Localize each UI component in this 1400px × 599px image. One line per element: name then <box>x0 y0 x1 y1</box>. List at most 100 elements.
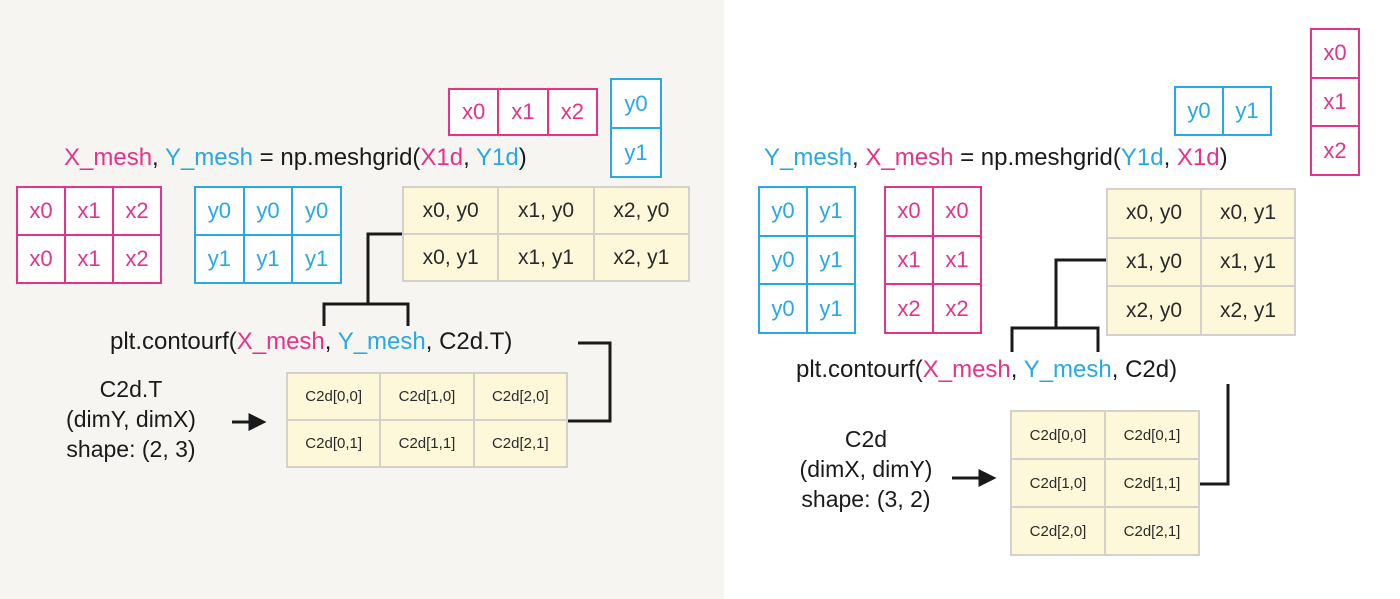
right-contour-s1: , <box>1010 356 1024 383</box>
right-contour-post: , C2d) <box>1111 356 1178 383</box>
right-pairs-grid-cell: x1, y0 <box>1107 237 1201 287</box>
right-c2d-dims: (dimX, dimY) <box>799 456 933 482</box>
left-contour-post: , C2d.T) <box>425 328 513 355</box>
left-code-arg2: Y1d <box>476 144 519 171</box>
right-y-mesh-grid-cell: y1 <box>807 235 855 285</box>
left-contour-a2: Y_mesh <box>337 328 426 355</box>
left-code-out2: Y_mesh <box>164 144 253 171</box>
left-y1d-vector-cell: y0 <box>611 79 661 128</box>
left-x-mesh-grid-cell: x2 <box>113 187 161 235</box>
right-x1d-vector-cell: x2 <box>1311 126 1359 175</box>
right-c2d-grid: C2d[0,0]C2d[0,1]C2d[1,0]C2d[1,1]C2d[2,0]… <box>1010 410 1200 556</box>
left-pairs-grid-cell: x0, y0 <box>403 187 499 234</box>
left-y-mesh-grid-cell: y1 <box>292 235 341 283</box>
left-c2d-name: C2d.T <box>99 376 163 402</box>
left-c2d-label: C2d.T (dimY, dimX) shape: (2, 3) <box>36 374 226 464</box>
right-x-mesh-grid-cell: x0 <box>885 187 933 236</box>
right-meshgrid-code: Y_mesh, X_mesh = np.meshgrid(Y1d, X1d) <box>764 144 1228 172</box>
left-x1d-vector-cell: x2 <box>547 89 597 135</box>
right-c2d-grid-cell: C2d[1,1] <box>1105 459 1199 507</box>
right-x-mesh-grid-cell: x1 <box>885 235 933 285</box>
right-c2d-name: C2d <box>844 426 888 452</box>
left-pairs-grid-cell: x2, y0 <box>593 187 689 234</box>
left-c2d-grid-cell: C2d[1,0] <box>380 373 474 420</box>
left-pairs-grid-cell: x0, y1 <box>403 234 499 281</box>
right-y-mesh-grid-cell: y0 <box>759 235 807 285</box>
left-c2d-grid-cell: C2d[0,1] <box>287 420 381 467</box>
left-contour-pre: plt.contourf( <box>110 328 237 355</box>
left-contourf-code: plt.contourf(X_mesh, Y_mesh, C2d.T) <box>110 328 512 356</box>
left-pairs-grid-cell: x1, y1 <box>498 234 594 281</box>
right-pairs-grid-cell: x0, y1 <box>1201 189 1295 238</box>
right-y1d-vector-cell: y1 <box>1223 87 1271 135</box>
right-code-out1: Y_mesh <box>764 144 853 171</box>
left-code-out1: X_mesh <box>64 144 153 171</box>
left-contour-a1: X_mesh <box>236 328 325 355</box>
left-y-mesh-grid-cell: y1 <box>243 235 293 283</box>
left-c2d-shape: shape: (2, 3) <box>66 436 196 462</box>
right-x-mesh-grid-cell: x2 <box>933 284 981 333</box>
right-code-out2: X_mesh <box>865 144 954 171</box>
left-c2d-grid: C2d[0,0]C2d[1,0]C2d[2,0] C2d[0,1]C2d[1,1]… <box>286 372 568 468</box>
left-x1d-vector-cell: x0 <box>449 89 499 135</box>
left-contour-s1: , <box>324 328 338 355</box>
left-x-mesh-grid-cell: x1 <box>65 235 113 283</box>
left-x-mesh-grid-cell: x0 <box>17 235 65 283</box>
right-y1d-vector-cell: y0 <box>1175 87 1223 135</box>
right-x1d-vector-cell: x0 <box>1311 29 1359 78</box>
right-contour-pre: plt.contourf( <box>796 356 923 383</box>
right-y-mesh-grid-cell: y1 <box>807 284 855 333</box>
left-y1d-vector-cell: y1 <box>611 128 661 177</box>
right-c2d-grid-cell: C2d[1,0] <box>1011 459 1105 507</box>
left-x-mesh-grid-cell: x0 <box>17 187 65 235</box>
left-c2d-grid-cell: C2d[2,0] <box>473 373 567 420</box>
right-y-mesh-grid-cell: y0 <box>759 284 807 333</box>
right-y-mesh-grid-cell: y0 <box>759 187 807 236</box>
right-code-sep2: , <box>1163 144 1177 171</box>
right-contourf-code: plt.contourf(X_mesh, Y_mesh, C2d) <box>796 356 1177 384</box>
left-meshgrid-code: X_mesh, Y_mesh = np.meshgrid(X1d, Y1d) <box>64 144 527 172</box>
right-pairs-grid-cell: x0, y0 <box>1107 189 1201 238</box>
left-pairs-grid-cell: x1, y0 <box>498 187 594 234</box>
right-x-mesh-grid-cell: x1 <box>933 235 981 285</box>
left-code-sep1: , <box>152 144 165 171</box>
right-c2d-grid-cell: C2d[0,0] <box>1011 411 1105 459</box>
left-c2d-dims: (dimY, dimX) <box>66 406 196 432</box>
left-c2d-grid-cell: C2d[0,0] <box>287 373 381 420</box>
right-pairs-grid-cell: x1, y1 <box>1201 237 1295 287</box>
left-c2d-grid-cell: C2d[1,1] <box>380 420 474 467</box>
right-c2d-grid-cell: C2d[0,1] <box>1105 411 1199 459</box>
left-c2d-grid-cell: C2d[2,1] <box>473 420 567 467</box>
right-pairs-grid-cell: x2, y0 <box>1107 286 1201 335</box>
left-code-sep2: , <box>463 144 477 171</box>
right-contour-a2: Y_mesh <box>1023 356 1112 383</box>
right-x-mesh-grid-cell: x2 <box>885 284 933 333</box>
right-code-arg2: X1d <box>1176 144 1220 171</box>
left-y-mesh-grid-cell: y0 <box>195 187 244 235</box>
right-c2d-label: C2d (dimX, dimY) shape: (3, 2) <box>766 424 966 514</box>
left-code-arg1: X1d <box>420 144 464 171</box>
left-y-mesh-grid-cell: y0 <box>243 187 293 235</box>
right-code-eq: = np.meshgrid( <box>953 144 1121 171</box>
right-code-arg1: Y1d <box>1120 144 1164 171</box>
right-code-close: ) <box>1219 144 1228 171</box>
left-y-mesh-grid-cell: y0 <box>292 187 341 235</box>
right-code-sep1: , <box>852 144 866 171</box>
left-code-eq: = np.meshgrid( <box>253 144 421 171</box>
left-code-close: ) <box>518 144 527 171</box>
left-x1d-vector-cell: x1 <box>498 89 548 135</box>
right-c2d-grid-cell: C2d[2,1] <box>1105 507 1199 555</box>
right-y-mesh-grid-cell: y1 <box>807 187 855 236</box>
right-pairs-grid-cell: x2, y1 <box>1201 286 1295 335</box>
right-x-mesh-grid-cell: x0 <box>933 187 981 236</box>
